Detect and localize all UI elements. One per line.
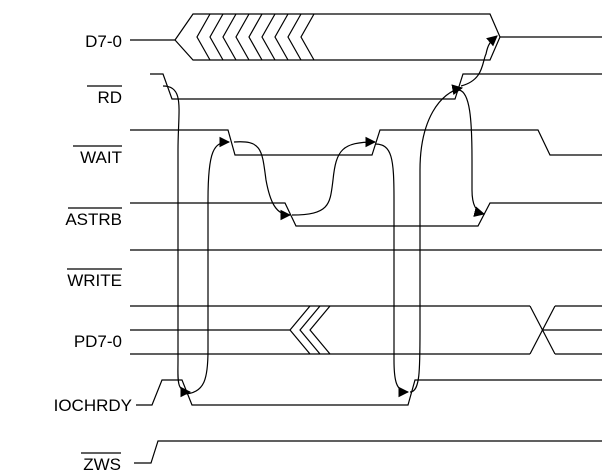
causality-arrows [162,35,498,398]
arrow-rd-to-d7-0 [460,35,498,87]
arrow-rd-to-iochrdy [162,85,192,398]
signal-label-astrb: ASTRB [65,210,122,229]
waveform-zws [134,440,602,464]
waveform-astrb [130,202,602,227]
arrow-iochrdy-to-wait [182,136,231,395]
arrow-astrb-to-wait [291,136,377,216]
signal-labels: D7-0 RD WAIT ASTRB WRITE PD7-0 IOCHRDY Z… [54,32,132,473]
signal-label-zws: ZWS [83,455,121,473]
signal-label-wait: WAIT [80,148,122,167]
waveform-rd [150,73,602,100]
arrow-wait-to-astrb [233,141,292,221]
arrow-iochrdy-to-rd [409,84,464,393]
signal-label-rd: RD [97,88,122,107]
signal-label-d7-0: D7-0 [85,32,122,51]
signal-label-iochrdy: IOCHRDY [54,396,132,415]
waveform-pd7-0 [130,305,602,355]
arrow-rd-to-astrb [458,89,486,217]
waveform-iochrdy [136,379,602,406]
arrow-wait-to-iochrdy [374,143,410,398]
waveform-d7-0 [130,13,602,61]
signal-label-write: WRITE [67,271,122,290]
signal-label-pd7-0: PD7-0 [74,332,122,351]
